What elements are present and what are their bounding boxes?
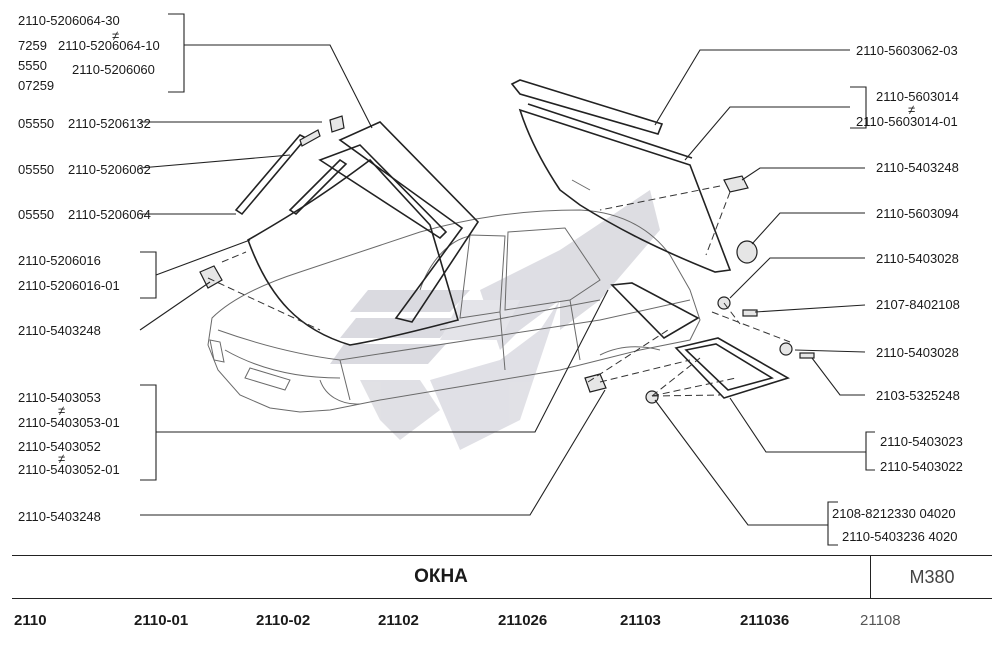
label-2110-5403028-a: 2110-5403028	[876, 251, 959, 266]
not-equal-mark: ≠	[58, 403, 65, 418]
not-equal-mark: ≠	[58, 451, 65, 466]
label-2110-5403023: 2110-5403023	[880, 434, 963, 449]
title-row: ОКНА М380	[12, 555, 992, 599]
label-2110-5403248-right: 2110-5403248	[876, 160, 959, 175]
label-2110-5603014-01: 2110-5603014-01	[856, 114, 958, 129]
label-2107-8402108: 2107-8402108	[876, 297, 960, 312]
label-2110-5206132: 2110-5206132	[68, 116, 151, 131]
label-2110-5603094: 2110-5603094	[876, 206, 959, 221]
section-code: М380	[909, 566, 955, 587]
label-2110-5403053-01: 2110-5403053-01	[18, 415, 120, 430]
label-2110-5403053: 2110-5403053	[18, 390, 101, 405]
label-5550: 5550	[18, 58, 47, 73]
quarter-windows	[610, 282, 790, 399]
label-2110-5403248-bottom: 2110-5403248	[18, 509, 101, 524]
windshield-trims	[234, 115, 348, 216]
label-2110-5603014: 2110-5603014	[876, 89, 959, 104]
label-05550-a: 05550	[18, 116, 54, 131]
rear-glass	[510, 79, 732, 273]
label-2110-5403236-4020: 2110-5403236 4020	[842, 529, 957, 544]
label-2103-5325248: 2103-5325248	[876, 388, 960, 403]
model-item: 21102	[378, 612, 419, 629]
model-item: 211036	[740, 612, 790, 629]
label-2110-5403022: 2110-5403022	[880, 459, 963, 474]
model-item: 2110-01	[134, 612, 189, 629]
label-2110-5403052: 2110-5403052	[18, 439, 101, 454]
windshield	[247, 121, 480, 346]
label-2110-5603062-03: 2110-5603062-03	[856, 43, 958, 58]
model-item: 21108	[860, 612, 901, 629]
label-2110-5206064: 2110-5206064	[68, 207, 151, 222]
label-2110-5206060: 2110-5206060	[72, 62, 155, 77]
label-2110-5206016: 2110-5206016	[18, 253, 101, 268]
label-2110-5206062: 2110-5206062	[68, 162, 151, 177]
dashed-arrows	[207, 185, 791, 397]
not-equal-mark: ≠	[908, 102, 915, 117]
section-title: ОКНА	[12, 556, 871, 598]
model-item: 2110	[14, 612, 47, 629]
model-item: 2110-02	[256, 612, 311, 629]
label-2110-5206064-10: 2110-5206064-10	[58, 38, 160, 53]
car-body-outline	[207, 209, 701, 413]
leader-lines	[139, 13, 875, 546]
not-equal-mark: ≠	[112, 28, 119, 43]
label-2110-5206064-30: 2110-5206064-30	[18, 13, 120, 28]
model-item: 21103	[620, 612, 661, 629]
model-item: 211026	[498, 612, 548, 629]
label-7259: 7259	[18, 38, 47, 53]
label-07259: 07259	[18, 78, 54, 93]
model-list: 2110 2110-01 2110-02 21102 211026 21103 …	[0, 612, 1000, 642]
label-2110-5403028-b: 2110-5403028	[876, 345, 959, 360]
label-2108-8212330-04020: 2108-8212330 04020	[832, 506, 956, 521]
label-2110-5206016-01: 2110-5206016-01	[18, 278, 120, 293]
label-2110-5403248-left: 2110-5403248	[18, 323, 101, 338]
label-05550-c: 05550	[18, 207, 54, 222]
label-2110-5403052-01: 2110-5403052-01	[18, 462, 120, 477]
label-05550-b: 05550	[18, 162, 54, 177]
